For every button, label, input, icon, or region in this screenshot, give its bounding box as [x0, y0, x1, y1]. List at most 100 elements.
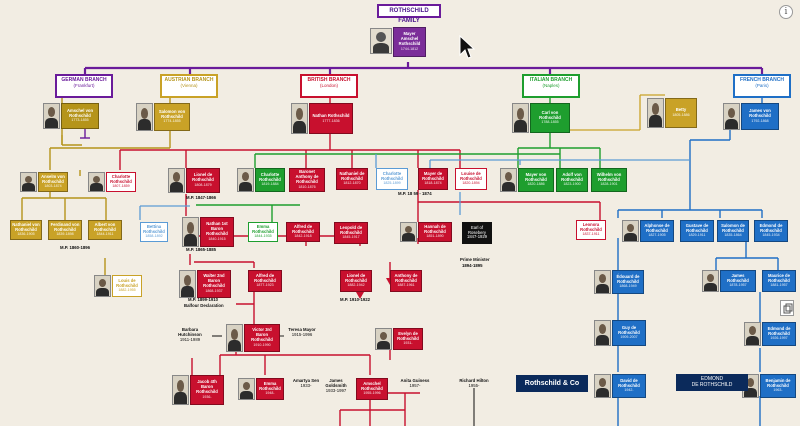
spouse-barbara[interactable]: Barbara Hutchinson 1911-1989: [178, 327, 202, 342]
founder-card[interactable]: Mayer Amschel Rothschild 1744-1812: [393, 27, 426, 57]
person-jacob-dates: 1936-: [202, 394, 212, 399]
person-alphonse-dates: 1827-1905: [648, 233, 666, 238]
spouse-amartya[interactable]: Amartya Sen 1933-: [292, 378, 320, 388]
portrait-evelyn: [375, 328, 392, 350]
note-mp2: M.P. 18 59 - 1874: [398, 191, 432, 196]
info-icon[interactable]: i: [779, 5, 793, 19]
person-victor-name: Victor 3rd Baron Rothschild: [251, 327, 273, 342]
edmond-de-rothschild-logo[interactable]: EDMOND DE ROTHSCHILD: [676, 374, 748, 391]
person-benjamin-name: Benjamin de Rothschild: [765, 377, 791, 388]
rothschild-co-logo[interactable]: Rothschild & Co: [516, 375, 588, 392]
share-icon[interactable]: [780, 300, 794, 316]
portrait-david: [594, 374, 611, 398]
person-louise-dates: 1820-1894: [462, 181, 480, 186]
person-nathan-name: Nathan Rothschild: [312, 112, 350, 118]
branch-british[interactable]: BRITISH BRANCH (London): [300, 74, 358, 98]
person-adolf-dates: 1823-1900: [563, 182, 581, 187]
person-evelyn-dates: 1931-: [403, 341, 413, 346]
branch-austrian[interactable]: AUSTRIAN BRANCH (Vienna): [160, 74, 218, 98]
person-charlotte2-name: Charlotte Rothschild: [259, 171, 281, 182]
spouse-goldsmith[interactable]: James Goldsmith 1933-1997: [325, 378, 347, 393]
branch-french-label: FRENCH BRANCH: [740, 77, 784, 83]
person-nathan1-name: Nathan 1st Baron Rothschild: [206, 221, 228, 236]
person-lionel2-dates: 1882-1942: [347, 283, 365, 288]
person-mayer-dates: 1818-1874: [424, 181, 442, 186]
person-edmond2-dates: 1926-1997: [770, 336, 788, 341]
edmond-logo-line2: DE ROTHSCHILD: [691, 382, 733, 388]
branch-german[interactable]: GERMAN BRANCH (Frankfurt): [55, 74, 113, 98]
person-louise-name: Louise de Rothschild: [460, 170, 482, 181]
note-mp6: M.P. 1910-1922: [340, 297, 371, 302]
spouse-teresa[interactable]: Teresa Mayor 1915-1996: [288, 327, 316, 337]
person-lionel-name: Lionel de Rothschild: [192, 172, 214, 183]
person-guy-dates: 1909-2007: [620, 335, 638, 340]
person-rosebery-name: Earl of Rosebery: [468, 224, 486, 235]
person-bettina-name: Bettina Rothschild: [143, 223, 165, 234]
person-nathaniel-dates: 1812-1870: [343, 181, 361, 186]
person-bettina-dates: 1858-1892: [145, 234, 163, 239]
person-emma2-name: Emma Rothschild: [259, 380, 281, 391]
spouse-anita[interactable]: Anita Guiness 1957-: [400, 378, 430, 388]
person-edouard-dates: 1868-1949: [619, 284, 637, 289]
spouse-hilton[interactable]: Richard Hilton 1955-: [459, 378, 489, 388]
branch-french[interactable]: FRENCH BRANCH (Paris): [733, 74, 791, 98]
person-anthony-dates: 1810-1876: [298, 184, 316, 189]
branch-italian[interactable]: ITALIAN BRANCH (Naples): [522, 74, 580, 98]
person-anselm-dates: 1803-1874: [44, 184, 62, 189]
portrait-charlotte1: [88, 172, 105, 192]
person-lionel2-name: Lionel de Rothschild: [345, 272, 367, 283]
person-nathan1-dates: 1840-1915: [208, 236, 226, 241]
